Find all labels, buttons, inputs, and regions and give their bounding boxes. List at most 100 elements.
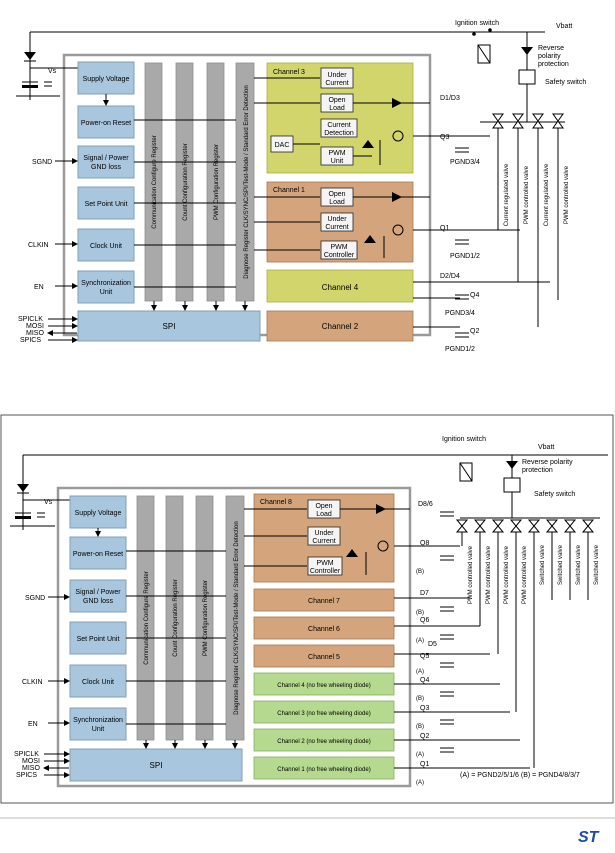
svg-text:(B): (B) [416, 724, 424, 730]
top-ignition-switch-label: Ignition switch [455, 20, 499, 27]
svg-text:Detection: Detection [324, 130, 354, 137]
svg-text:Controller: Controller [324, 252, 355, 259]
svg-text:Current regulated valve: Current regulated valve [504, 163, 510, 226]
svg-text:MISO: MISO [22, 765, 40, 772]
bottom-supply-voltage-block [69, 495, 127, 529]
svg-text:Load: Load [329, 199, 345, 206]
top-safety-switch-icon [518, 69, 536, 85]
top-power-on-reset-block [77, 105, 135, 139]
svg-text:PWM controlled valve: PWM controlled valve [504, 545, 510, 604]
svg-text:Load: Load [329, 105, 345, 112]
bottom-power-on-reset-block [69, 536, 127, 570]
svg-text:SGND: SGND [25, 595, 45, 602]
svg-text:Open: Open [315, 503, 332, 510]
svg-text:CLKIN: CLKIN [28, 242, 49, 249]
svg-text:Power-on Reset: Power-on Reset [81, 120, 131, 127]
svg-text:PGND3/4: PGND3/4 [445, 310, 475, 317]
svg-text:Q3: Q3 [420, 705, 429, 712]
svg-text:(B): (B) [416, 569, 424, 575]
svg-text:Channel 5: Channel 5 [308, 654, 340, 661]
svg-text:GND loss: GND loss [91, 164, 121, 171]
bottom-supply-diode-icon [17, 484, 29, 492]
top-ch1-transistor-icon [364, 235, 376, 243]
svg-text:Controller: Controller [310, 568, 341, 575]
svg-text:Reverse: Reverse [538, 45, 564, 52]
svg-text:Channel 3 (no free wheeling di: Channel 3 (no free wheeling diode) [277, 711, 370, 717]
svg-text:Under: Under [327, 216, 347, 223]
svg-text:Channel 3: Channel 3 [273, 69, 305, 76]
top-diagram: Vs Ignition switch Vbatt Reverse polarit… [16, 20, 586, 353]
bottom-ch8-under-current [307, 526, 341, 546]
svg-text:Diagnose Register CLK/SYNC/SPI: Diagnose Register CLK/SYNC/SPI/Test-Mode… [234, 521, 240, 714]
top-supply-voltage-block [77, 61, 135, 95]
svg-text:SPICLK: SPICLK [18, 316, 43, 323]
svg-text:PGND1/2: PGND1/2 [445, 346, 475, 353]
svg-text:Q6: Q6 [420, 617, 429, 624]
bottom-vbatt-label: Vbatt [538, 444, 554, 451]
top-ch1-under-current [320, 212, 354, 232]
bottom-spi-block [69, 748, 243, 782]
top-vbatt-label: Vbatt [556, 23, 572, 30]
top-signal-power-gnd-block [77, 145, 135, 179]
svg-text:Channel 4: Channel 4 [322, 283, 359, 292]
top-clock-unit-block [77, 228, 135, 262]
svg-text:Switched valve: Switched valve [594, 544, 600, 585]
top-ch3-current-detection [320, 118, 358, 138]
bottom-reverse-diode-icon [506, 461, 518, 469]
svg-text:Count Configuration Register: Count Configuration Register [183, 143, 189, 220]
top-valve-icons [492, 113, 564, 129]
svg-text:(A): (A) [416, 638, 424, 644]
svg-text:Q2: Q2 [420, 733, 429, 740]
svg-text:Under: Under [314, 530, 334, 537]
bottom-diagram: Vs Ignition switch Vbatt Reverse polarit… [10, 436, 608, 788]
bottom-signal-power-gnd-block [69, 579, 127, 613]
svg-text:(A): (A) [416, 780, 424, 786]
svg-text:PWM: PWM [316, 560, 333, 567]
bottom-ground-legend: (A) = PGND2/5/1/6 (B) = PGND4/8/3/7 [460, 772, 580, 779]
svg-text:Signal / Power: Signal / Power [75, 589, 121, 596]
svg-text:Unit: Unit [100, 289, 113, 296]
bottom-ch8-transistor-icon [346, 549, 358, 557]
svg-text:D1/D3: D1/D3 [440, 95, 460, 102]
svg-text:(B): (B) [416, 696, 424, 702]
svg-text:PWM controlled valve: PWM controlled valve [468, 545, 474, 604]
svg-text:Channel 8: Channel 8 [260, 499, 292, 506]
svg-text:Q3: Q3 [440, 134, 449, 141]
svg-text:Current: Current [327, 122, 350, 129]
top-spi-block [77, 310, 261, 342]
svg-text:Q4: Q4 [420, 677, 429, 684]
svg-text:Switched valve: Switched valve [540, 544, 546, 585]
svg-text:D2/D4: D2/D4 [440, 273, 460, 280]
svg-text:PWM controlled valve: PWM controlled valve [524, 165, 530, 224]
svg-text:CLKIN: CLKIN [22, 679, 43, 686]
svg-text:D8/6: D8/6 [418, 501, 433, 508]
svg-text:SPI: SPI [163, 322, 176, 331]
svg-text:SPICS: SPICS [20, 337, 41, 344]
bottom-channel-7 [253, 588, 395, 612]
svg-text:SGND: SGND [32, 159, 52, 166]
bottom-synchronization-block [69, 707, 127, 741]
st-logo-icon: ST [578, 829, 600, 846]
svg-text:D7: D7 [420, 590, 429, 597]
svg-text:PWM controlled valve: PWM controlled valve [486, 545, 492, 604]
svg-text:Channel 2: Channel 2 [322, 322, 359, 331]
bottom-set-point-unit-block [69, 621, 127, 655]
svg-text:Channel 2 (no free wheeling di: Channel 2 (no free wheeling diode) [277, 739, 370, 745]
svg-text:Channel 1: Channel 1 [273, 187, 305, 194]
svg-text:PWM Configuration Register: PWM Configuration Register [214, 144, 220, 220]
svg-text:Communication Configure Regist: Communication Configure Register [144, 571, 150, 664]
top-ch3-transistor-icon [362, 140, 374, 148]
svg-text:GND loss: GND loss [83, 598, 113, 605]
svg-text:(A): (A) [416, 752, 424, 758]
bottom-ignition-switch-label: Ignition switch [442, 436, 486, 443]
top-vs-label: Vs [48, 68, 57, 75]
svg-text:Q5: Q5 [420, 653, 429, 660]
top-channel-4 [266, 269, 414, 303]
svg-text:Synchronization: Synchronization [73, 717, 123, 724]
svg-text:Channel 6: Channel 6 [308, 626, 340, 633]
top-ch1-pwm-controller [320, 240, 358, 260]
svg-text:MOSI: MOSI [26, 323, 44, 330]
svg-text:Current: Current [325, 224, 348, 231]
svg-text:Current: Current [325, 80, 348, 87]
svg-text:Supply Voltage: Supply Voltage [75, 510, 122, 517]
